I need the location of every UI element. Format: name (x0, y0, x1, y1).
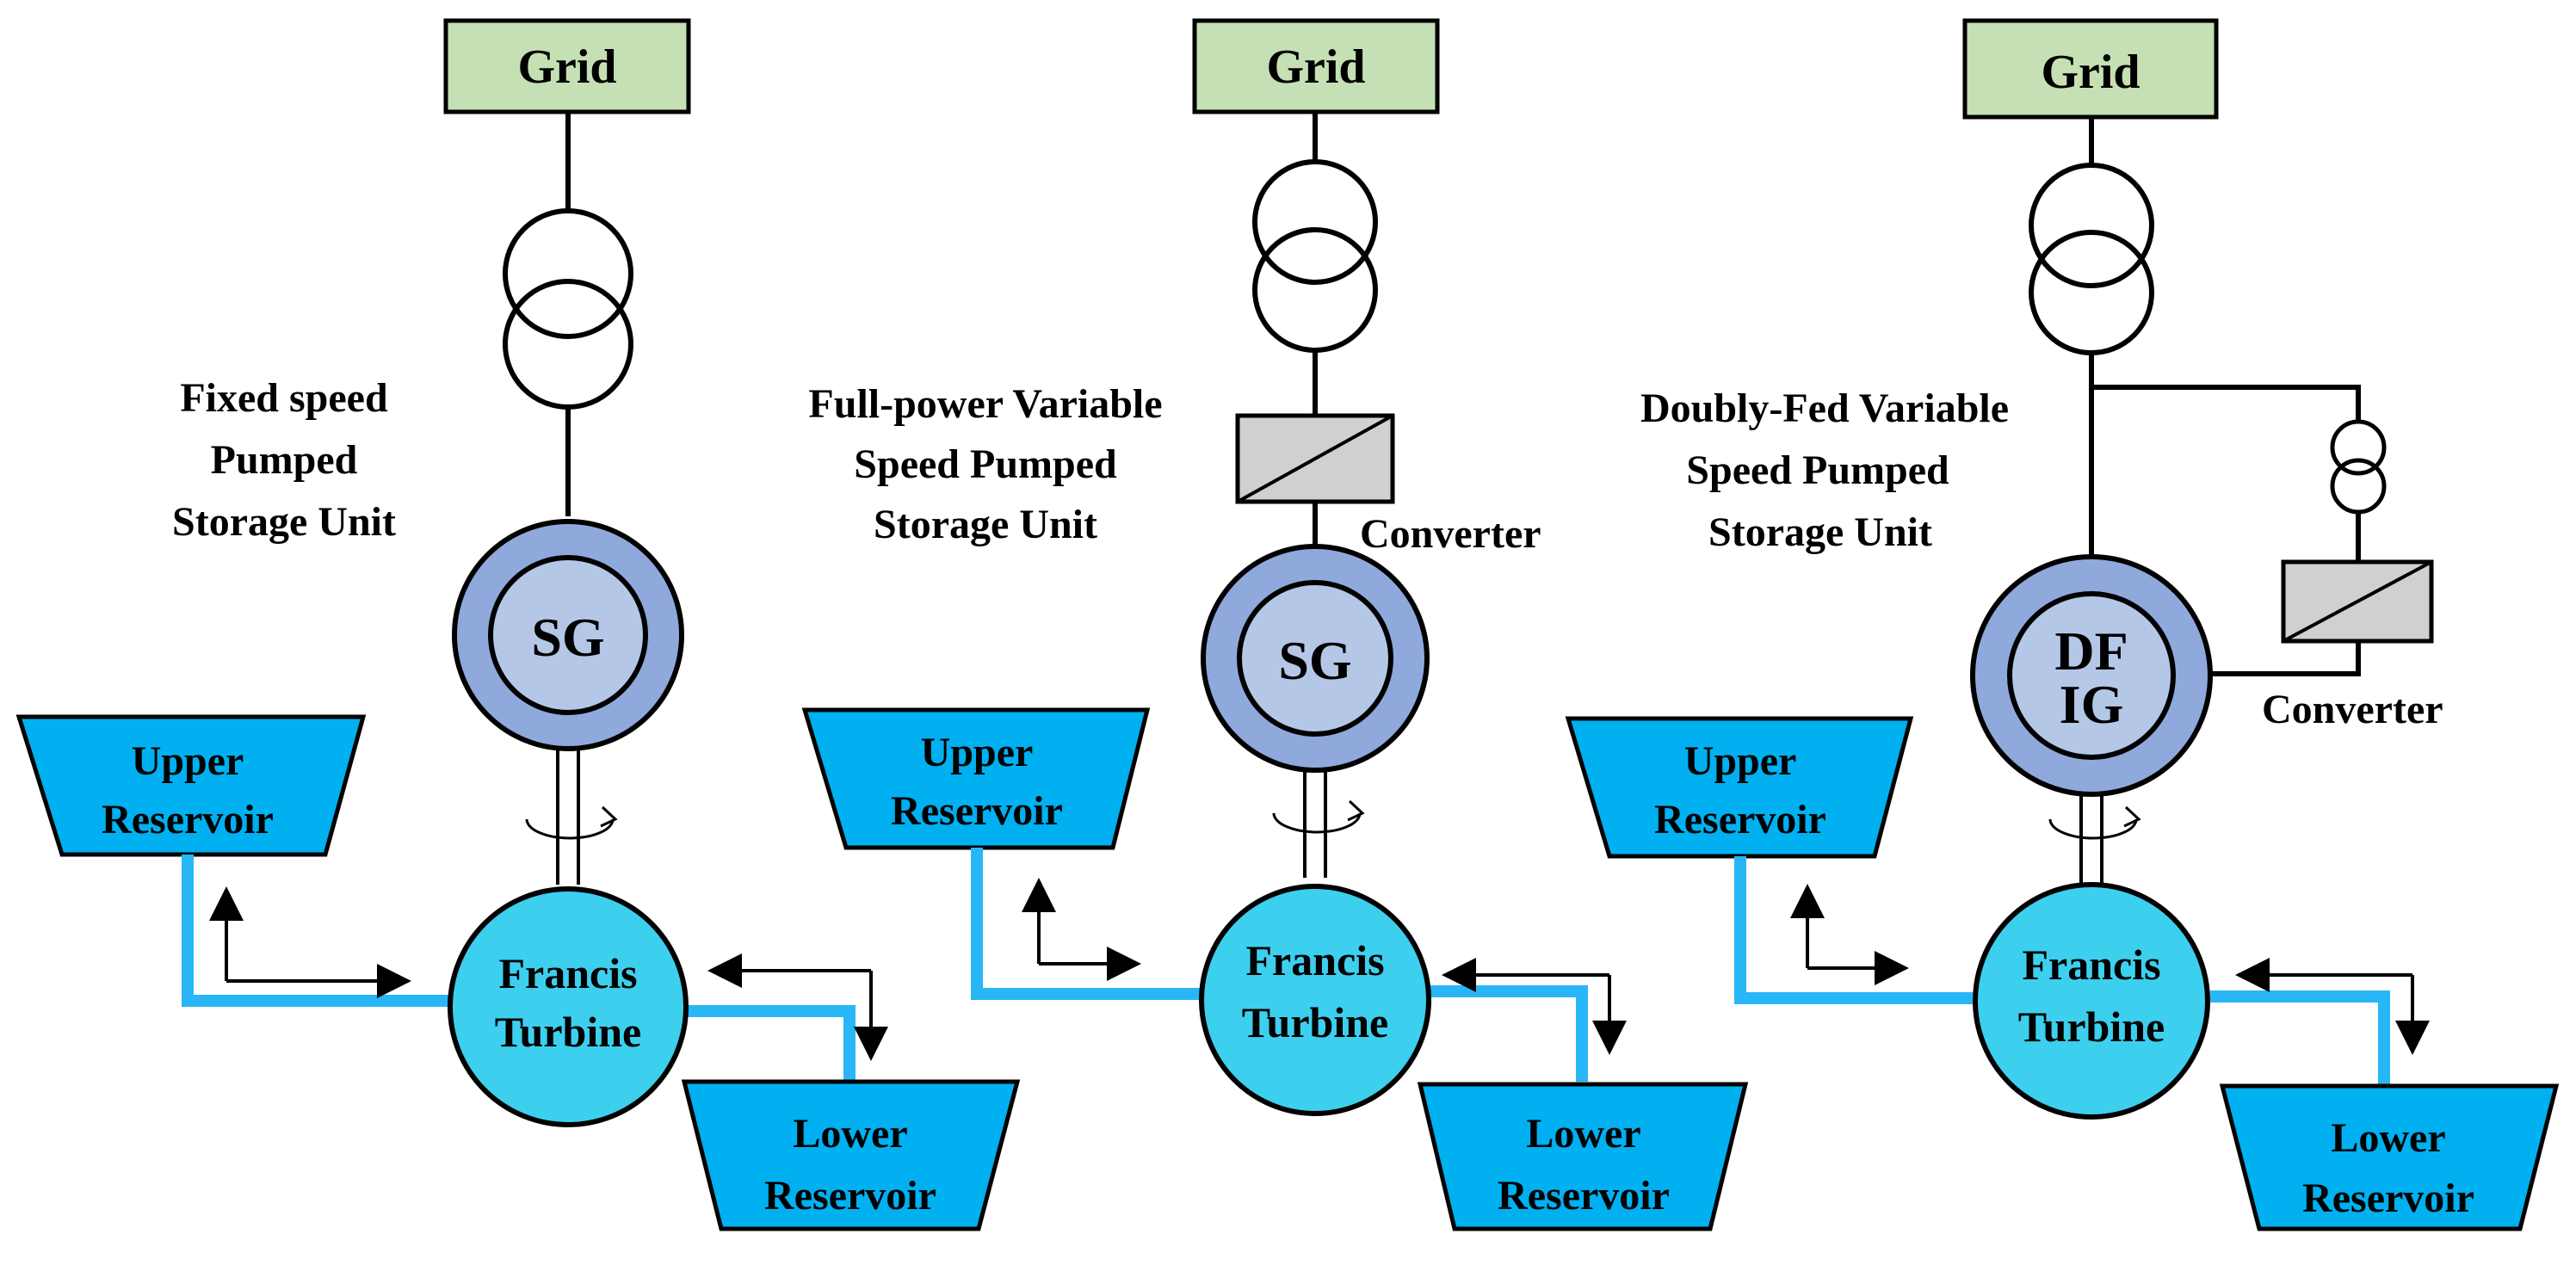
flow-arrows (209, 886, 888, 1061)
converter-icon (2281, 559, 2434, 644)
svg-text:Storage Unit: Storage Unit (1708, 509, 1932, 555)
svg-text:Lower: Lower (793, 1111, 907, 1157)
grid-box: Grid (1962, 18, 2219, 120)
unit-title: Fixed speed Pumped Storage Unit (172, 375, 396, 545)
lower-reservoir: Lower Reservoir (1417, 1082, 1749, 1231)
svg-text:Speed Pumped: Speed Pumped (1686, 447, 1949, 493)
unit-title: Full-power Variable Speed Pumped Storage… (808, 381, 1162, 547)
francis-turbine: Francis Turbine (1199, 884, 1431, 1116)
shaft (2048, 794, 2141, 886)
transformer-icon (503, 208, 633, 410)
panel-fixed-speed: Grid Fixed speed Pumped Storage Unit SG (15, 18, 1021, 1231)
lower-pipe (1429, 985, 1588, 1082)
upper-pipe (971, 848, 1205, 1000)
converter-label: Converter (2262, 687, 2443, 732)
svg-text:Reservoir: Reservoir (1498, 1173, 1670, 1219)
upper-reservoir: Upper Reservoir (801, 707, 1151, 850)
svg-text:Upper: Upper (921, 730, 1034, 775)
shaft (1272, 770, 1365, 878)
svg-text:Upper: Upper (1684, 738, 1797, 784)
generator-label: SG (1278, 630, 1351, 691)
upper-reservoir: Upper Reservoir (15, 714, 367, 857)
flow-arrows (1022, 878, 1627, 1055)
svg-text:Doubly-Fed Variable: Doubly-Fed Variable (1640, 386, 2009, 431)
transformer-icon (1252, 159, 1378, 353)
svg-text:Storage Unit: Storage Unit (874, 502, 1097, 547)
svg-text:Fixed speed: Fixed speed (180, 375, 388, 421)
doubly-fed-induction-generator: DF IG (1970, 554, 2213, 797)
panel-doubly-fed-variable-speed: Grid Converter Doubly-Fed Variable Speed… (1565, 18, 2560, 1231)
synchronous-generator: SG (452, 519, 684, 751)
lower-reservoir: Lower Reservoir (681, 1079, 1021, 1231)
svg-text:Turbine: Turbine (2018, 1003, 2165, 1051)
svg-text:Lower: Lower (1526, 1111, 1640, 1157)
generator-label-line-2: IG (2060, 674, 2124, 735)
svg-text:Reservoir: Reservoir (764, 1173, 936, 1219)
grid-label: Grid (1266, 40, 1365, 94)
svg-text:Reservoir: Reservoir (102, 797, 274, 842)
converter-label: Converter (1360, 511, 1541, 557)
synchronous-generator: SG (1201, 544, 1430, 773)
grid-box: Grid (1192, 18, 1440, 114)
upper-pipe (182, 855, 458, 1007)
generator-label-line-1: DF (2054, 620, 2128, 682)
transformer-icon (2029, 163, 2154, 355)
svg-text:Speed Pumped: Speed Pumped (854, 441, 1117, 487)
grid-box: Grid (443, 18, 691, 114)
small-transformer-icon (2330, 419, 2387, 515)
svg-text:Francis: Francis (1245, 936, 1384, 984)
svg-text:Turbine: Turbine (495, 1008, 641, 1056)
converter-icon (1235, 413, 1395, 504)
svg-text:Upper: Upper (132, 738, 244, 784)
svg-text:Turbine: Turbine (1242, 998, 1388, 1046)
svg-text:Storage Unit: Storage Unit (172, 499, 396, 545)
unit-title: Doubly-Fed Variable Speed Pumped Storage… (1640, 386, 2009, 555)
lower-pipe (682, 1005, 856, 1082)
grid-label: Grid (2041, 46, 2140, 99)
shaft (525, 749, 618, 885)
svg-text:Reservoir: Reservoir (891, 788, 1063, 834)
svg-text:Reservoir: Reservoir (1654, 797, 1826, 842)
svg-text:Lower: Lower (2331, 1115, 2445, 1161)
generator-label: SG (531, 607, 604, 668)
francis-turbine: Francis Turbine (448, 886, 689, 1127)
upper-pipe (1734, 856, 1973, 1004)
francis-turbine: Francis Turbine (1973, 882, 2210, 1120)
svg-text:Reservoir: Reservoir (2302, 1175, 2474, 1221)
grid-label: Grid (517, 40, 616, 94)
svg-text:Full-power Variable: Full-power Variable (808, 381, 1162, 427)
svg-text:Pumped: Pumped (211, 437, 358, 483)
flow-arrows (1790, 884, 2430, 1055)
panel-full-power-variable-speed: Grid Converter Full-power Variable Speed… (801, 18, 1749, 1231)
svg-text:Francis: Francis (2022, 941, 2160, 989)
lower-pipe (2210, 990, 2390, 1086)
upper-reservoir: Upper Reservoir (1565, 716, 1914, 859)
lower-reservoir: Lower Reservoir (2219, 1083, 2560, 1231)
svg-text:Francis: Francis (498, 949, 637, 997)
